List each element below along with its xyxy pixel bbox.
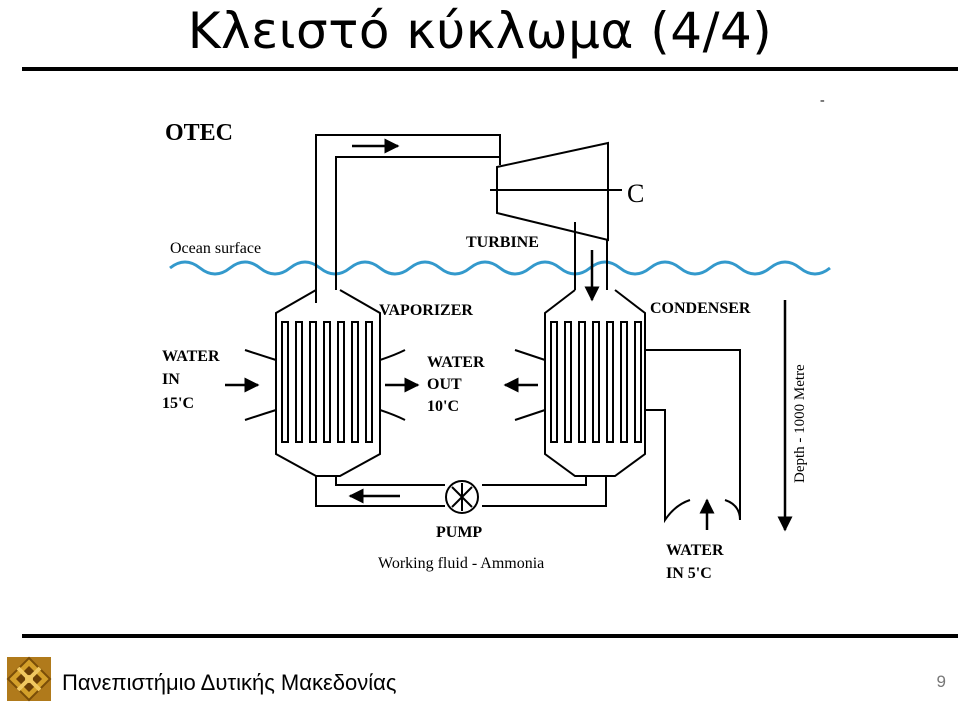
page-number: 9 bbox=[936, 672, 946, 691]
otec-label: OTEC bbox=[165, 120, 233, 146]
footer-divider bbox=[22, 634, 958, 638]
depth-label: Depth - 1000 Metre bbox=[792, 364, 808, 483]
ocean-waves bbox=[169, 260, 831, 276]
otec-diagram: OTEC Ocean surface TURBINE C VAPORIZER C… bbox=[162, 93, 831, 582]
vaporizer-label: VAPORIZER bbox=[379, 302, 473, 319]
footer-university-name: Πανεπιστήμιο Δυτικής Μακεδονίας bbox=[62, 670, 397, 695]
stray-mark: - bbox=[820, 93, 825, 108]
generator-symbol: C bbox=[627, 179, 644, 208]
condenser-label: CONDENSER bbox=[650, 300, 751, 317]
working-fluid-label: Working fluid - Ammonia bbox=[378, 555, 544, 572]
water-out-line1: WATER bbox=[427, 354, 485, 371]
water-in-cold-line1: WATER bbox=[666, 542, 724, 559]
slide-title: Κλειστό κύκλωμα (4/4) bbox=[187, 2, 773, 60]
water-in-cold-line2: IN 5'C bbox=[666, 565, 712, 582]
flow-arrows bbox=[225, 138, 793, 532]
water-in-warm-line3: 15'C bbox=[162, 395, 194, 412]
university-logo-icon bbox=[6, 656, 52, 702]
pump-label: PUMP bbox=[436, 524, 482, 541]
water-in-warm-line1: WATER bbox=[162, 348, 220, 365]
ocean-surface-label: Ocean surface bbox=[170, 240, 261, 257]
water-out-line2: OUT bbox=[427, 376, 462, 393]
turbine-label: TURBINE bbox=[466, 234, 539, 251]
pump-icon bbox=[445, 480, 479, 514]
water-in-warm-line2: IN bbox=[162, 371, 180, 388]
water-out-line3: 10'C bbox=[427, 398, 459, 415]
cycle-piping bbox=[244, 134, 741, 524]
title-divider bbox=[22, 67, 958, 71]
